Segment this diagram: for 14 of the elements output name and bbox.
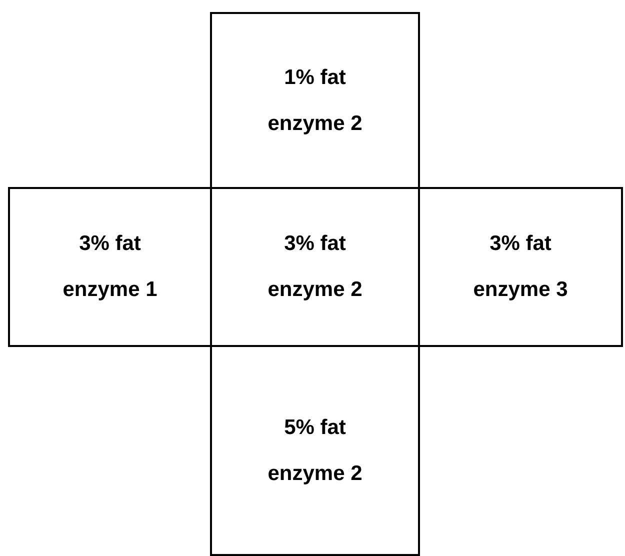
box-label: 5% fat (284, 416, 346, 440)
box-label: 3% fat (79, 232, 141, 256)
box-label: enzyme 3 (473, 278, 568, 302)
grid-box (210, 345, 420, 556)
box-label: 3% fat (490, 232, 552, 256)
box-label: enzyme 2 (268, 462, 362, 486)
grid-box (210, 12, 420, 189)
box-label: 3% fat (284, 232, 346, 256)
grid-box (418, 187, 623, 347)
box-label: 1% fat (284, 66, 346, 90)
box-label: enzyme 2 (268, 112, 362, 136)
grid-box (8, 187, 212, 347)
box-label: enzyme 1 (62, 278, 158, 302)
box-label: enzyme 2 (268, 278, 362, 302)
